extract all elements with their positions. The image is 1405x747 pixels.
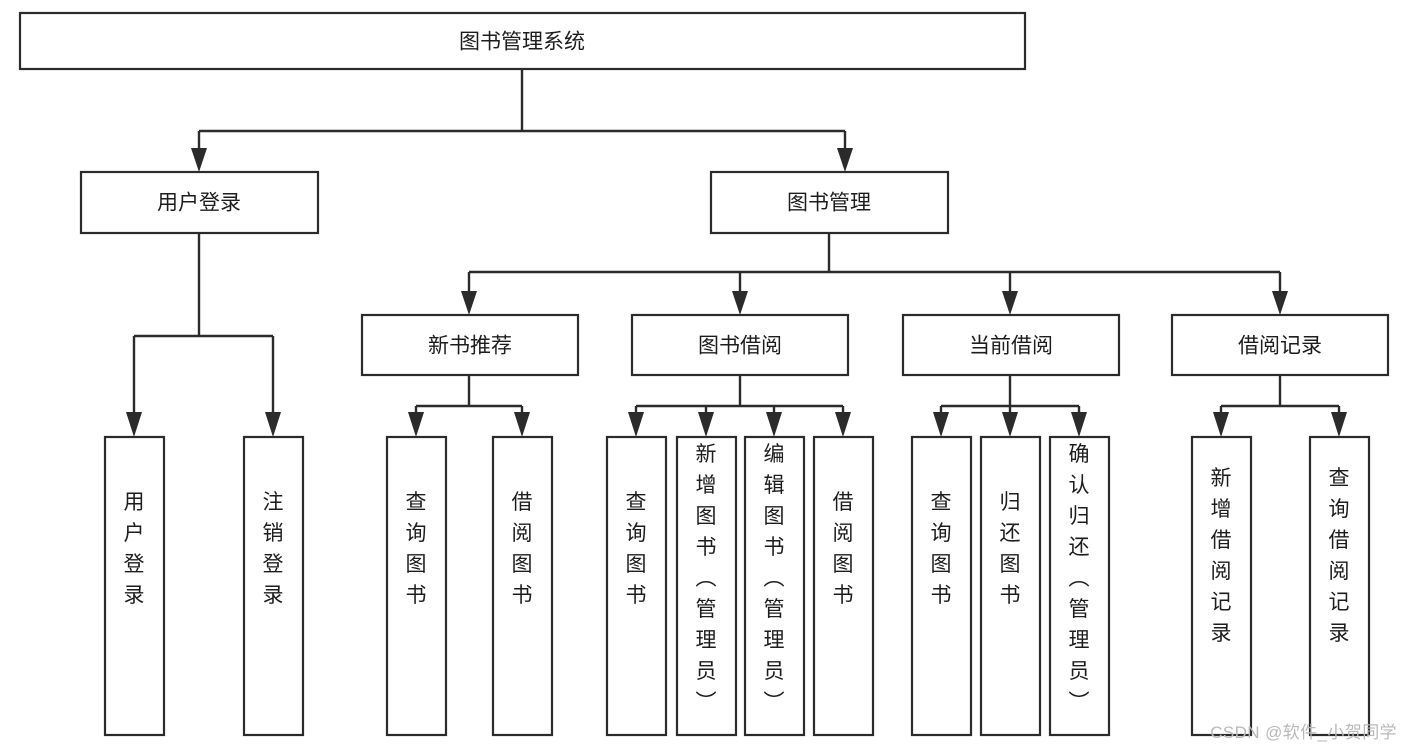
node-leaf-user-logout-box[interactable] [242,435,305,737]
connector-root-trunk [197,69,847,155]
node-newbook[interactable]: 新书推荐 [360,313,580,377]
node-leaf-user-logout-label: 注销登录 [263,491,284,607]
node-newbook-label: 新书推荐 [428,335,512,358]
node-borrow-box[interactable] [630,313,850,377]
node-bookmgmt[interactable]: 图书管理 [709,170,950,235]
node-current-box[interactable] [901,313,1121,377]
node-leaf-query-book-new-box[interactable] [385,435,448,737]
node-login-label: 用户登录 [157,192,241,215]
node-leaf-query-book-borrow-box[interactable] [605,435,668,737]
arrow-borrow-to-borrow-book [835,412,851,437]
arrow-bookmgmt-to-current [1002,291,1018,315]
node-newbook-box[interactable] [360,313,580,377]
node-borrow-label: 图书借阅 [698,335,782,358]
csdn-watermark: CSDN @软件_小贺同学 [1210,723,1397,742]
node-bookmgmt-box[interactable] [709,170,950,235]
arrow-borrow-to-edit-book [766,412,782,437]
node-leaf-return-book[interactable]: 归还图书 [979,435,1042,737]
node-leaf-query-book-current[interactable]: 查询图书 [910,435,973,737]
node-records[interactable]: 借阅记录 [1170,313,1390,377]
node-borrow[interactable]: 图书借阅 [630,313,850,377]
connector-login-trunk [132,233,275,418]
node-records-label: 借阅记录 [1238,335,1322,358]
arrow-root-to-login [191,148,207,172]
connector-records-trunk [1219,375,1341,418]
node-leaf-user-login-label: 用户登录 [124,491,145,607]
node-leaf-add-book-box[interactable] [675,435,738,737]
node-leaf-borrow-book-label: 借阅图书 [833,491,854,607]
node-leaf-edit-book[interactable]: 编辑图书︵管理员︶ [743,435,806,737]
node-leaf-query-book-new[interactable]: 查询图书 [385,435,448,737]
node-root-label: 图书管理系统 [459,31,585,54]
node-leaf-confirm-return-label: 确认归还︵管理员︶ [1069,443,1090,714]
node-leaf-add-book-label: 新增图书︵管理员︶ [696,443,717,714]
arrow-records-to-query-record [1331,412,1347,437]
arrow-bookmgmt-to-borrow [732,291,748,315]
node-leaf-add-record[interactable]: 新增借阅记录 [1190,435,1253,737]
arrow-current-to-query-book [933,412,949,437]
node-login-box[interactable] [79,170,320,235]
connector-bookmgmt-trunk [467,233,1282,298]
node-leaf-confirm-return-box[interactable] [1048,435,1111,737]
connector-layer [126,69,1347,437]
node-leaf-query-record-label: 查询借阅记录 [1329,467,1350,645]
node-leaf-query-book-current-label: 查询图书 [931,491,952,607]
node-leaf-borrow-book-new-box[interactable] [491,435,554,737]
node-leaf-add-record-label: 新增借阅记录 [1211,467,1232,645]
node-leaf-add-record-box[interactable] [1190,435,1253,737]
node-leaf-borrow-book-new[interactable]: 借阅图书 [491,435,554,737]
arrow-records-to-add-record [1213,412,1229,437]
node-leaf-query-book-new-label: 查询图书 [406,491,427,607]
connector-current-trunk [939,375,1081,418]
node-leaf-confirm-return[interactable]: 确认归还︵管理员︶ [1048,435,1111,737]
node-leaf-return-book-label: 归还图书 [1000,491,1021,607]
arrow-login-to-user-login [126,412,142,437]
connector-newbook-trunk [414,375,524,418]
node-leaf-edit-book-label: 编辑图书︵管理员︶ [764,443,785,714]
node-leaf-add-book[interactable]: 新增图书︵管理员︶ [675,435,738,737]
arrow-current-to-return-book [1002,412,1018,437]
node-leaf-query-book-borrow[interactable]: 查询图书 [605,435,668,737]
arrow-borrow-to-add-book [698,412,714,437]
arrow-root-to-bookmgmt [837,148,853,172]
node-leaf-query-record-box[interactable] [1308,435,1371,737]
node-leaf-return-book-box[interactable] [979,435,1042,737]
arrow-borrow-to-query-book [628,412,644,437]
node-leaf-query-record[interactable]: 查询借阅记录 [1308,435,1371,737]
arrow-login-to-user-logout [265,412,281,437]
node-leaf-borrow-book-box[interactable] [812,435,875,737]
node-root[interactable]: 图书管理系统 [18,11,1027,71]
node-leaf-borrow-book[interactable]: 借阅图书 [812,435,875,737]
node-leaf-borrow-book-new-label: 借阅图书 [512,491,533,607]
arrow-bookmgmt-to-newbook [461,291,477,315]
arrow-current-to-confirm-return [1071,412,1087,437]
node-leaf-user-login[interactable]: 用户登录 [103,435,166,737]
arrow-newbook-to-borrow-book [514,412,530,437]
node-leaf-user-login-box[interactable] [103,435,166,737]
node-current[interactable]: 当前借阅 [901,313,1121,377]
connector-borrow-trunk [634,375,845,418]
node-bookmgmt-label: 图书管理 [787,192,871,215]
arrow-bookmgmt-to-records [1272,291,1288,315]
node-leaf-edit-book-box[interactable] [743,435,806,737]
node-root-box[interactable] [18,11,1027,71]
node-leaf-query-book-current-box[interactable] [910,435,973,737]
node-leaf-user-logout[interactable]: 注销登录 [242,435,305,737]
node-login[interactable]: 用户登录 [79,170,320,235]
node-current-label: 当前借阅 [969,335,1053,358]
arrow-newbook-to-query-book [408,412,424,437]
node-leaf-query-book-borrow-label: 查询图书 [626,491,647,607]
node-records-box[interactable] [1170,313,1390,377]
